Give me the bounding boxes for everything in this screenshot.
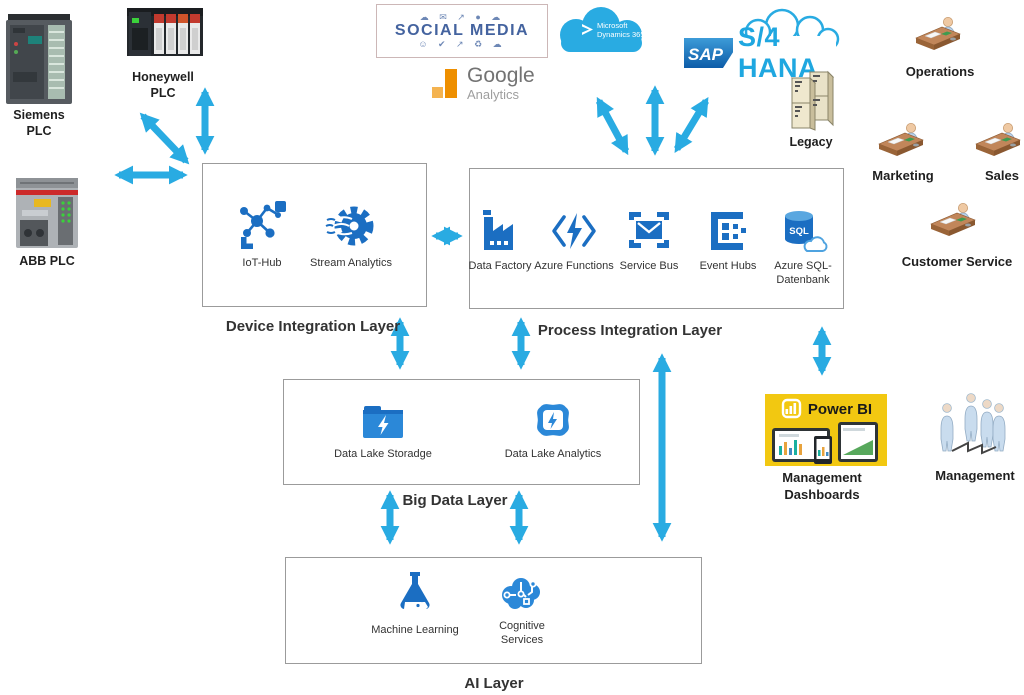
legacy-label: Legacy bbox=[789, 135, 833, 149]
device-integration-layer-box bbox=[202, 163, 427, 307]
data-lake-analytics-item: Data Lake Analytics bbox=[478, 402, 628, 462]
data-lake-analytics-icon bbox=[537, 404, 569, 436]
powerbi-card: Power BI bbox=[765, 394, 887, 466]
data-factory-icon bbox=[483, 210, 513, 250]
sap-s4hana-logo: SAP S/4 HANA bbox=[684, 6, 848, 83]
social-media-title: SOCIAL MEDIA bbox=[394, 22, 530, 40]
sales-person-icon bbox=[975, 122, 1021, 157]
sap-logo-icon: SAP bbox=[684, 38, 734, 68]
abb-plc-label: ABB PLC bbox=[19, 254, 75, 268]
dynamics365-cloud-icon: Microsoft Dynamics 365 bbox=[560, 7, 645, 52]
google-analytics-line2: Analytics bbox=[467, 87, 520, 102]
google-analytics-icon bbox=[432, 69, 457, 98]
iot-hub-label: IoT-Hub bbox=[242, 257, 282, 269]
abb-plc-icon bbox=[16, 178, 78, 248]
operations-person-icon bbox=[915, 16, 961, 51]
arrow-plc-device-diagonal bbox=[139, 112, 190, 165]
social-media-doodles-bottom: ☺ ✔ ↗ ♻ ☁ bbox=[418, 38, 506, 49]
siemens-plc-icon bbox=[6, 14, 72, 104]
ai-layer-box bbox=[285, 557, 702, 664]
machine-learning-icon bbox=[400, 572, 430, 610]
iot-hub-icon bbox=[240, 201, 286, 249]
cognitive-services-label: Cognitive Services bbox=[499, 620, 545, 646]
svg-text:Dynamics 365: Dynamics 365 bbox=[597, 30, 645, 39]
service-bus-item: Service Bus bbox=[609, 208, 689, 274]
data-lake-storage-item: Data Lake Storadge bbox=[318, 402, 448, 462]
azure-functions-label: Azure Functions bbox=[534, 260, 614, 272]
sap-cloud-outline-icon bbox=[740, 8, 840, 54]
svg-text:Microsoft: Microsoft bbox=[597, 21, 628, 30]
stream-analytics-icon bbox=[325, 206, 374, 246]
device-layer-label: Device Integration Layer bbox=[225, 318, 401, 335]
azure-sql-item: SQL Azure SQL- Datenbank bbox=[763, 208, 843, 288]
event-hubs-label: Event Hubs bbox=[699, 260, 757, 272]
ai-layer-label: AI Layer bbox=[464, 675, 524, 692]
cognitive-services-item: Cognitive Services bbox=[482, 572, 562, 648]
iot-hub-item: IoT-Hub bbox=[225, 197, 299, 271]
honeywell-plc-icon bbox=[127, 8, 203, 56]
sap-s4hana-text: S/4 HANA bbox=[738, 22, 819, 83]
arrow-sap-process bbox=[674, 96, 709, 154]
service-bus-icon bbox=[629, 212, 669, 248]
data-lake-analytics-label: Data Lake Analytics bbox=[504, 448, 602, 460]
data-lake-storage-icon bbox=[363, 406, 403, 438]
customer-service-person-icon bbox=[930, 202, 976, 237]
social-media-card: ☁ ✉ ↗ ● ☁ SOCIAL MEDIA ☺ ✔ ↗ ♻ ☁ bbox=[376, 4, 548, 58]
event-hubs-icon bbox=[711, 212, 746, 250]
azure-functions-icon bbox=[552, 213, 596, 249]
operations-label: Operations bbox=[905, 64, 975, 79]
management-group-icon bbox=[940, 393, 1006, 455]
google-analytics-logo: Google Analytics bbox=[430, 62, 548, 104]
machine-learning-item: Machine Learning bbox=[369, 568, 461, 638]
management-label: Management bbox=[935, 468, 1015, 483]
process-layer-label: Process Integration Layer bbox=[537, 322, 723, 339]
azure-functions-item: Azure Functions bbox=[529, 208, 619, 274]
arrow-socialmedia-process bbox=[595, 96, 630, 156]
marketing-label: Marketing bbox=[872, 168, 934, 183]
legacy-servers-icon bbox=[790, 70, 834, 131]
google-analytics-line1: Google bbox=[467, 64, 535, 87]
powerbi-devices-icon bbox=[772, 422, 878, 464]
data-factory-label: Data Factory bbox=[468, 260, 532, 272]
social-media-doodles-top: ☁ ✉ ↗ ● ☁ bbox=[419, 12, 505, 23]
bigdata-layer-label: Big Data Layer bbox=[402, 492, 508, 509]
powerbi-logo-icon bbox=[781, 398, 802, 419]
powerbi-brand-text: Power BI bbox=[807, 400, 873, 418]
sales-label: Sales bbox=[985, 168, 1019, 183]
stream-analytics-item: Stream Analytics bbox=[310, 201, 392, 271]
azure-sql-label: Azure SQL- Datenbank bbox=[774, 260, 832, 286]
svg-text:SQL: SQL bbox=[789, 226, 809, 237]
event-hubs-item: Event Hubs bbox=[688, 208, 768, 274]
machine-learning-label: Machine Learning bbox=[371, 624, 459, 636]
stream-analytics-label: Stream Analytics bbox=[310, 257, 392, 269]
data-lake-storage-label: Data Lake Storadge bbox=[334, 448, 432, 460]
data-factory-item: Data Factory bbox=[467, 208, 533, 274]
customer-service-label: Customer Service bbox=[901, 254, 1013, 269]
service-bus-label: Service Bus bbox=[619, 260, 679, 272]
big-data-layer-box bbox=[283, 379, 640, 485]
marketing-person-icon bbox=[878, 122, 924, 157]
cognitive-services-icon bbox=[502, 578, 540, 609]
svg-text:SAP: SAP bbox=[688, 45, 724, 64]
azure-sql-database-icon: SQL bbox=[785, 211, 828, 252]
